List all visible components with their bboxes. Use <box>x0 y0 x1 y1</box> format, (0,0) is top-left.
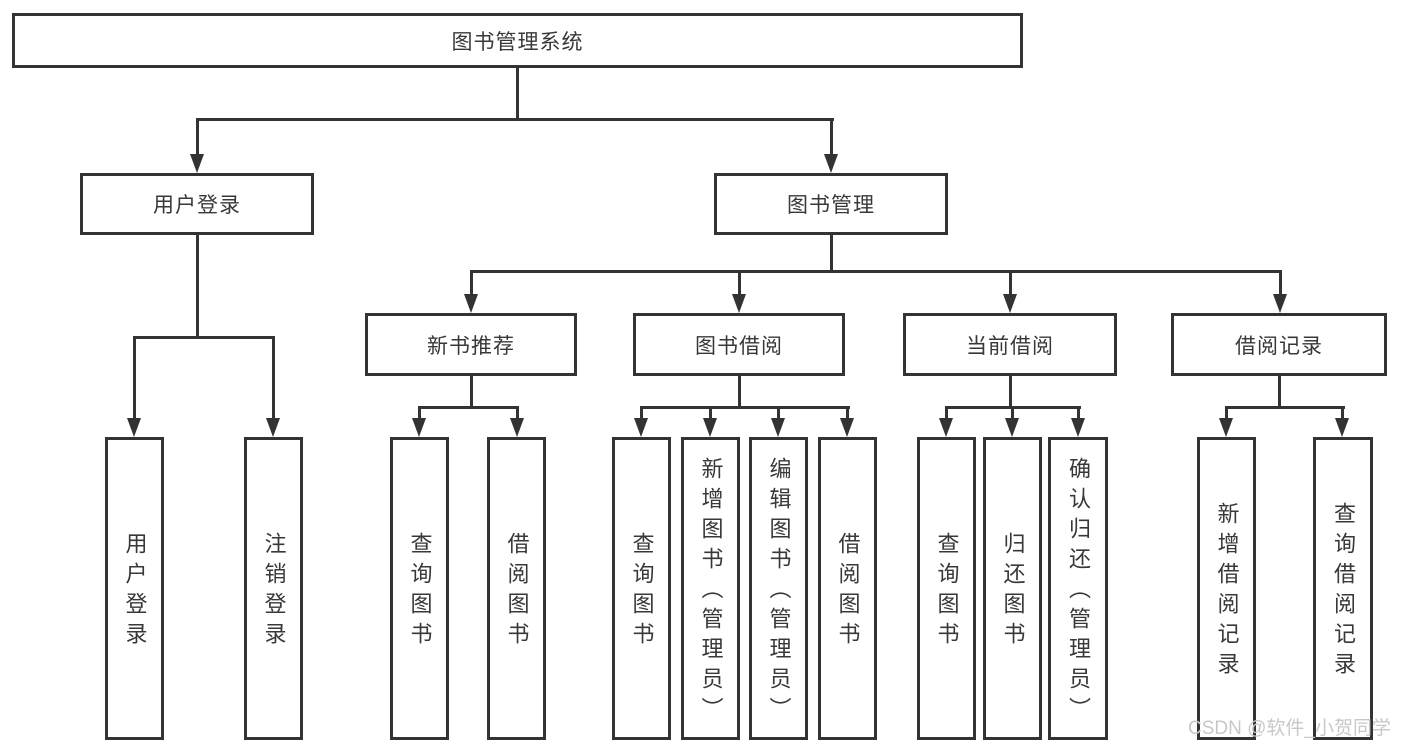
connector-records-stem-2 <box>1341 406 1344 420</box>
node-user-login: 用户登录 <box>80 173 314 235</box>
connector-current-stem-2 <box>1011 406 1014 420</box>
connector-records-hbar <box>1225 406 1345 409</box>
arrowhead-leaf-user-login <box>127 418 141 437</box>
arrowhead-new-books-query <box>412 418 426 437</box>
node-current-borrowing: 当前借阅 <box>903 313 1117 376</box>
connector-new-books-stem-2 <box>516 406 519 420</box>
connector-user-login-stem-1 <box>133 336 136 420</box>
connector-new-books-trunk <box>470 374 473 408</box>
leaf-current-confirm-admin: 确认归还（管理员） <box>1048 437 1108 740</box>
connector-borrowing-trunk <box>738 374 741 408</box>
leaf-new-books-borrow: 借阅图书 <box>487 437 546 740</box>
leaf-new-books-query: 查询图书 <box>390 437 449 740</box>
connector-new-books-hbar <box>418 406 519 409</box>
leaf-user-login: 用户登录 <box>105 437 164 740</box>
connector-book-mgmt-hbar <box>470 270 1282 273</box>
arrowhead-current-query <box>939 418 953 437</box>
arrowhead-current-return <box>1005 418 1019 437</box>
connector-user-login-hbar <box>133 336 275 339</box>
arrowhead-leaf-logout <box>266 418 280 437</box>
leaf-current-return: 归还图书 <box>983 437 1042 740</box>
arrowhead-new-books-borrow <box>510 418 524 437</box>
arrowhead-book-management <box>824 154 838 173</box>
leaf-borrowing-borrow: 借阅图书 <box>818 437 877 740</box>
arrowhead-borrowing-query <box>634 418 648 437</box>
node-root: 图书管理系统 <box>12 13 1023 68</box>
leaf-borrowing-add-admin: 新增图书（管理员） <box>681 437 740 740</box>
connector-current-stem-1 <box>945 406 948 420</box>
arrowhead-records <box>1273 294 1287 313</box>
connector-current-trunk <box>1009 374 1012 408</box>
arrowhead-current-confirm <box>1071 418 1085 437</box>
arrowhead-new-books <box>464 294 478 313</box>
connector-records-trunk <box>1278 374 1281 408</box>
arrowhead-borrowing <box>732 294 746 313</box>
leaf-records-query: 查询借阅记录 <box>1313 437 1373 740</box>
connector-root-stem-right <box>830 118 833 156</box>
arrowhead-borrowing-edit <box>771 418 785 437</box>
connector-book-mgmt-stem-2 <box>738 270 741 296</box>
leaf-records-add: 新增借阅记录 <box>1197 437 1256 740</box>
arrowhead-user-login <box>190 154 204 173</box>
arrowhead-borrowing-add <box>703 418 717 437</box>
connector-borrowing-stem-2 <box>709 406 712 420</box>
connector-root-stem-left <box>196 118 199 156</box>
connector-book-mgmt-trunk <box>830 233 833 273</box>
connector-book-mgmt-stem-3 <box>1009 270 1012 296</box>
node-book-borrowing: 图书借阅 <box>633 313 845 376</box>
connector-root-trunk <box>516 66 519 120</box>
leaf-borrowing-query: 查询图书 <box>612 437 671 740</box>
connector-borrowing-stem-3 <box>777 406 780 420</box>
node-new-book-recommend: 新书推荐 <box>365 313 577 376</box>
connector-records-stem-1 <box>1225 406 1228 420</box>
node-book-management: 图书管理 <box>714 173 948 235</box>
leaf-logout: 注销登录 <box>244 437 303 740</box>
connector-borrowing-stem-4 <box>846 406 849 420</box>
node-borrowing-records: 借阅记录 <box>1171 313 1387 376</box>
connector-new-books-stem-1 <box>418 406 421 420</box>
connector-root-hbar <box>196 118 834 121</box>
arrowhead-records-query <box>1335 418 1349 437</box>
connector-current-stem-3 <box>1077 406 1080 420</box>
arrowhead-records-add <box>1219 418 1233 437</box>
leaf-current-query: 查询图书 <box>917 437 976 740</box>
connector-borrowing-hbar <box>640 406 850 409</box>
connector-book-mgmt-stem-4 <box>1279 270 1282 296</box>
connector-book-mgmt-stem-1 <box>470 270 473 296</box>
arrowhead-current <box>1003 294 1017 313</box>
csdn-watermark: CSDN @软件_小贺同学 <box>1188 718 1391 739</box>
leaf-borrowing-edit-admin: 编辑图书（管理员） <box>749 437 808 740</box>
arrowhead-borrowing-borrow <box>840 418 854 437</box>
connector-user-login-stem-2 <box>272 336 275 420</box>
connector-borrowing-stem-1 <box>640 406 643 420</box>
connector-user-login-trunk <box>196 233 199 338</box>
